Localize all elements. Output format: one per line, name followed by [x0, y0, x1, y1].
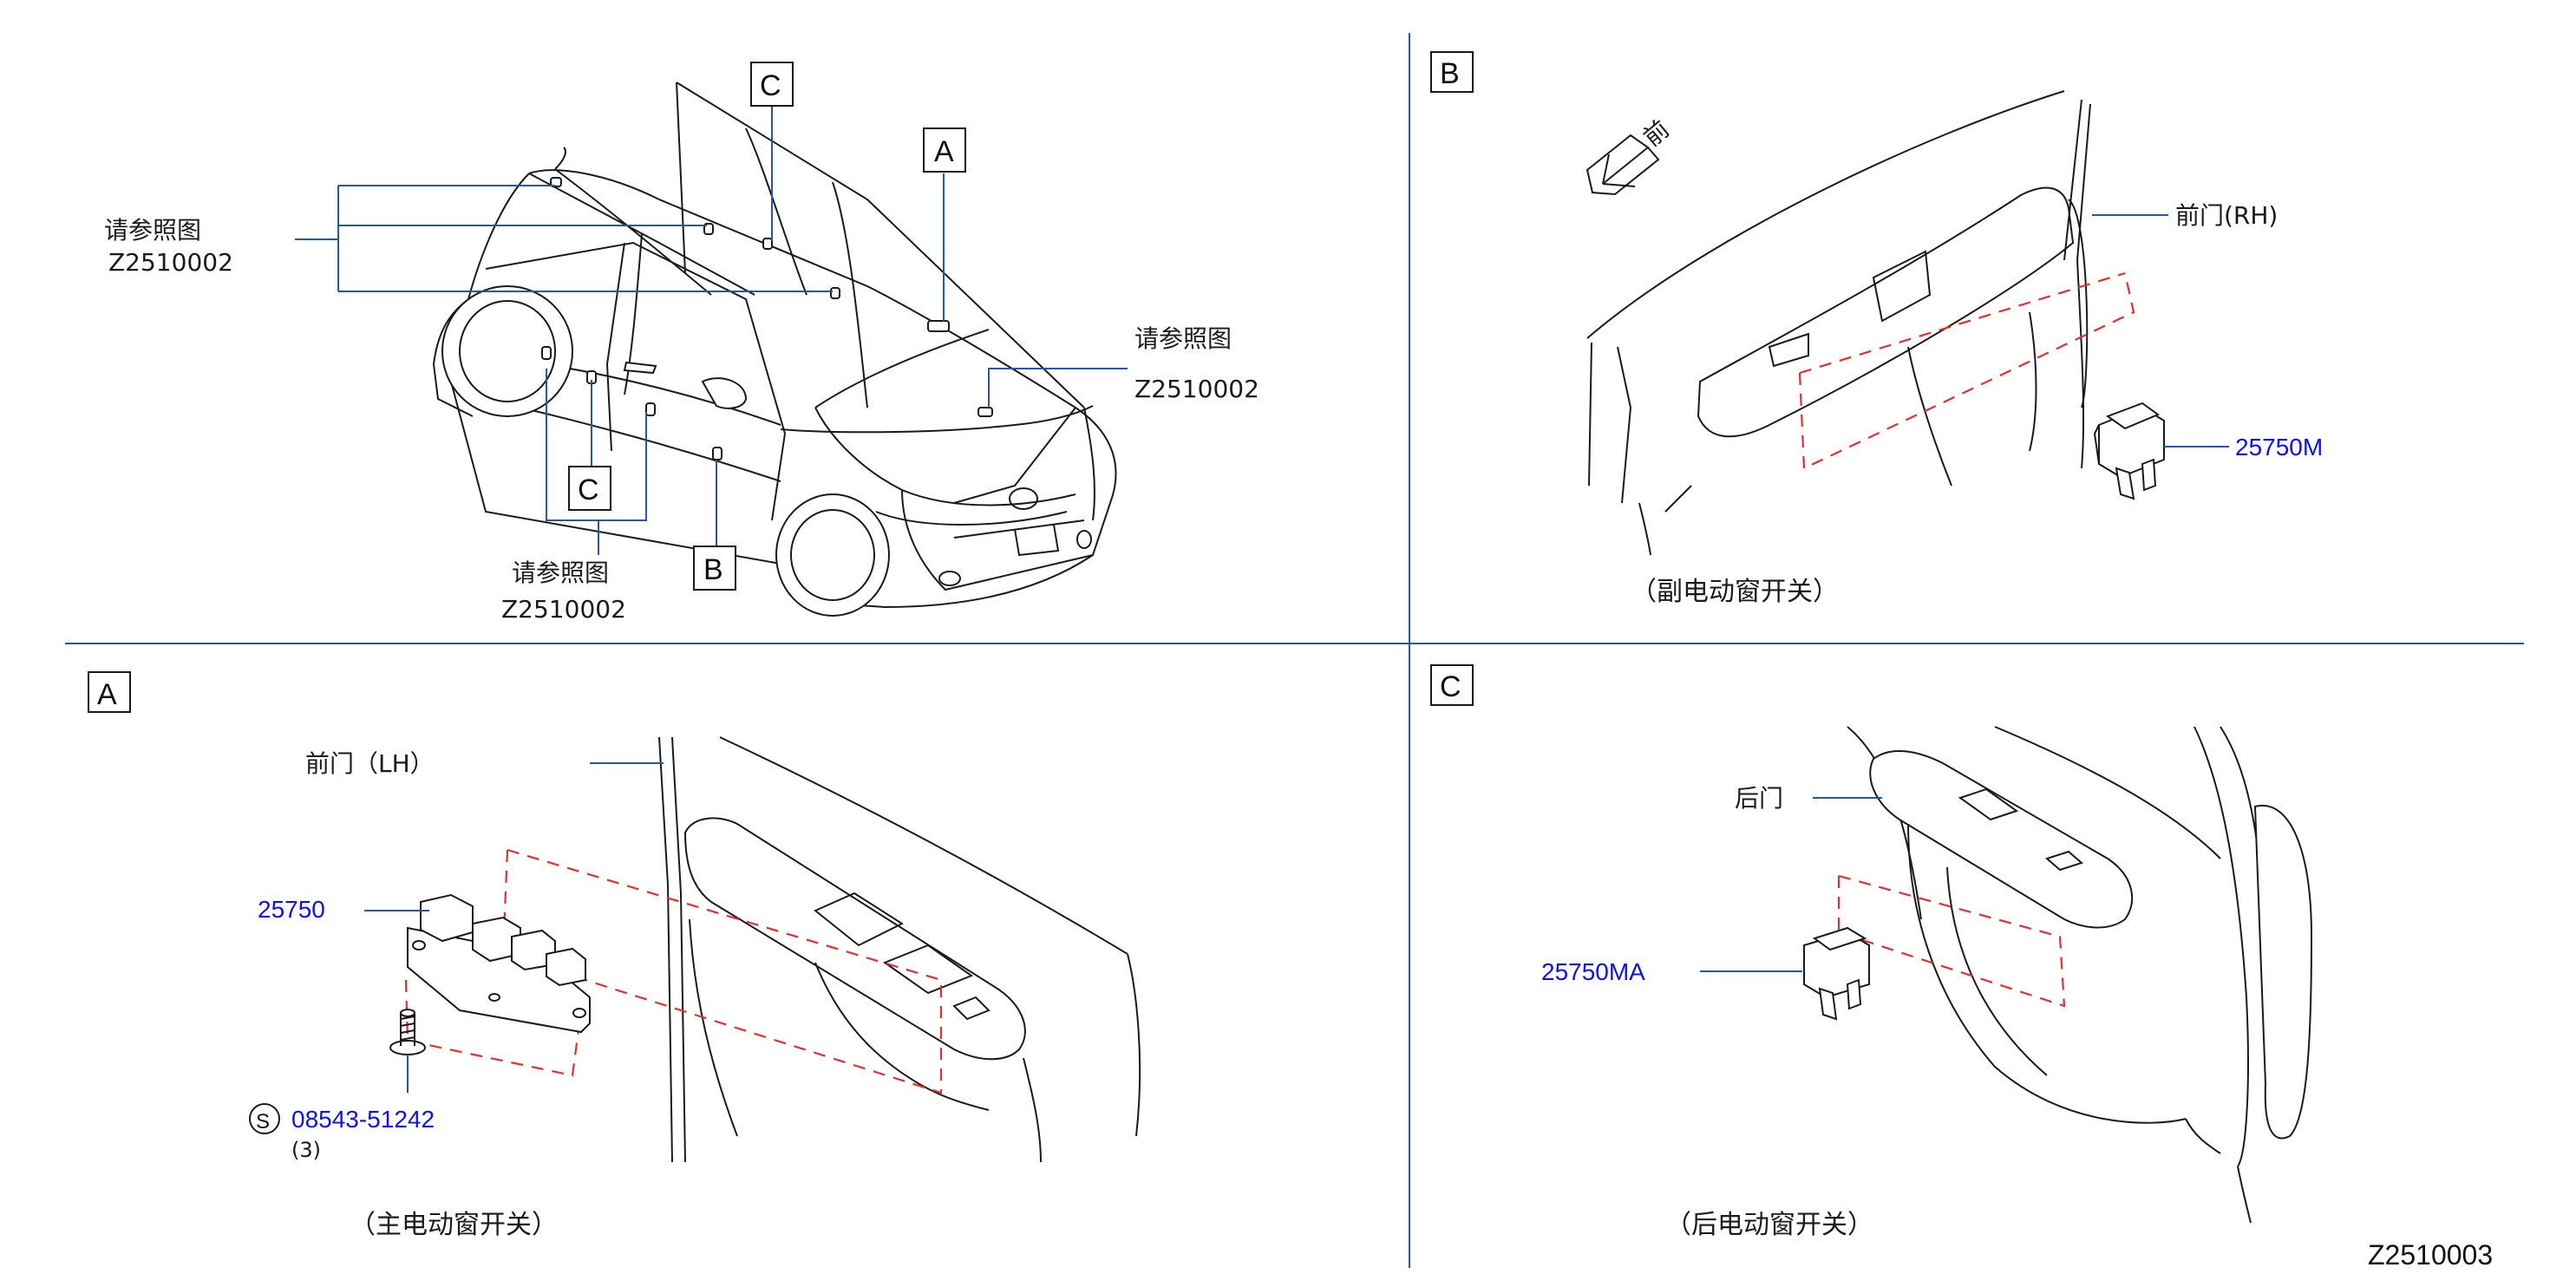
guide-line	[1837, 874, 2066, 1008]
switch-marker	[762, 238, 773, 250]
section-a-letter: A	[97, 678, 117, 711]
callout-a-letter: A	[934, 135, 954, 168]
direction-label: 前	[1638, 114, 1675, 152]
part-number-25750m: 25750M	[2235, 434, 2323, 461]
switch-marker	[927, 320, 950, 332]
door-lh-label: 前门（LH）	[305, 749, 435, 778]
overview-ref-label: 请参照图	[1134, 324, 1232, 353]
overview-ref-code: Z2510002	[108, 248, 233, 277]
switch-marker	[550, 177, 562, 187]
overview-ref-code: Z2510002	[1134, 375, 1259, 403]
switch-marker	[541, 346, 552, 360]
section-b-letter: B	[1440, 57, 1460, 90]
screw-quantity: (3)	[291, 1138, 321, 1162]
door-rh-drawing	[1586, 90, 2091, 556]
switch-marker	[645, 402, 656, 416]
door-lh-drawing	[658, 736, 1141, 1163]
section-c-letter-box: C	[1430, 664, 1474, 706]
callout-a-box: A	[923, 127, 966, 173]
screw-symbol: S	[256, 1110, 270, 1133]
screw-icon	[389, 1009, 426, 1055]
switch-marker	[977, 407, 993, 417]
callout-c-box: C	[750, 62, 794, 107]
drawing-code: Z2510003	[2368, 1239, 2493, 1271]
section-c-letter: C	[1440, 670, 1461, 703]
car-overview	[432, 82, 1117, 617]
section-a-letter-box: A	[88, 671, 131, 713]
overview-leaders	[295, 104, 1128, 555]
callout-c-letter: C	[760, 69, 781, 102]
callout-c-letter: C	[578, 474, 599, 506]
section-b-letter-box: B	[1430, 51, 1474, 93]
door-rh-label: 前门(RH)	[2175, 201, 2278, 230]
door-rear-label: 后门	[1735, 784, 1783, 813]
screw-symbol-circle	[249, 1103, 280, 1134]
screw-part-number: 08543-51242	[291, 1106, 435, 1133]
switch-25750ma	[1803, 926, 1870, 1021]
guide-line	[1798, 271, 2135, 470]
section-a-caption: （主电动窗开关）	[350, 1210, 558, 1240]
callout-c-box: C	[568, 466, 611, 511]
overview-ref-label: 请参照图	[512, 559, 609, 587]
switch-marker	[830, 287, 840, 299]
overview-ref-label: 请参照图	[104, 216, 201, 245]
callout-b-letter: B	[703, 553, 723, 586]
door-rear-drawing	[1847, 726, 2313, 1224]
overview-ref-code: Z2510002	[501, 595, 626, 624]
switch-25750m	[2093, 402, 2165, 500]
part-number-25750: 25750	[258, 896, 325, 923]
switch-marker	[712, 447, 722, 461]
part-number-25750ma: 25750MA	[1541, 958, 1645, 985]
callout-b-box: B	[693, 546, 736, 591]
section-c-caption: （后电动窗开关）	[1665, 1210, 1873, 1240]
forward-arrow-icon	[1585, 134, 1660, 196]
section-b-caption: （副电动窗开关）	[1631, 577, 1839, 607]
switch-25750	[407, 893, 591, 1034]
